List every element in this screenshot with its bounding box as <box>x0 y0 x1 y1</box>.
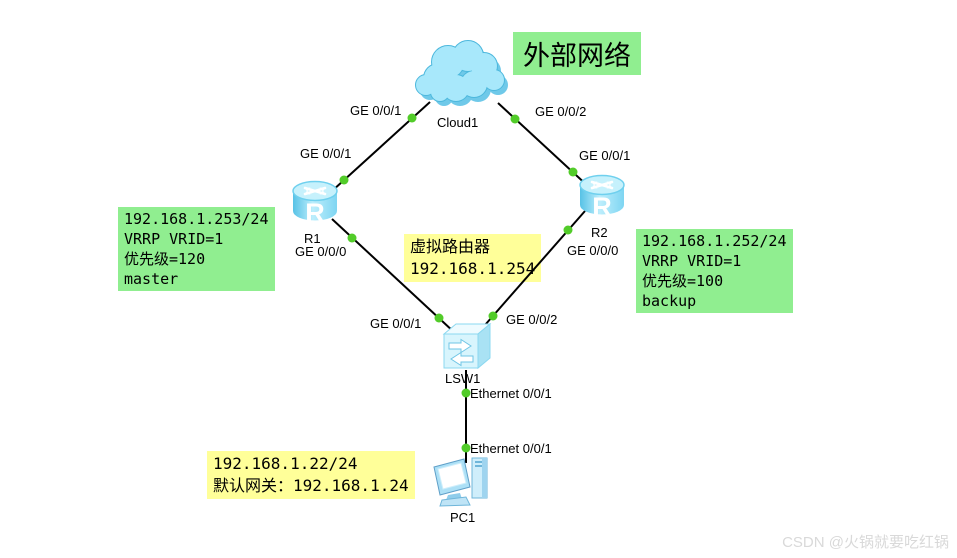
device-label-r2: R2 <box>591 225 608 240</box>
note-line: 192.168.1.22/24 <box>213 454 358 473</box>
pc1-icon[interactable] <box>432 455 494 510</box>
port-label-r1-ge000: GE 0/0/0 <box>295 244 347 259</box>
port-label-r1-ge001: GE 0/0/1 <box>300 146 352 161</box>
note-line: 优先级=120 <box>124 250 206 268</box>
note-line: 192.168.1.254 <box>410 259 536 278</box>
port-label-cloud1-ge001: GE 0/0/1 <box>350 103 402 118</box>
note-line: backup <box>642 292 697 310</box>
csdn-watermark: CSDN @火锅就要吃红锅 <box>782 534 949 551</box>
note-r1-vrrp: 192.168.1.253/24 VRRP VRID=1 优先级=120 mas… <box>118 207 275 291</box>
switch-lsw1-icon[interactable] <box>441 321 493 373</box>
note-line: VRRP VRID=1 <box>124 230 224 248</box>
note-line: 192.168.1.252/24 <box>642 232 787 250</box>
note-line: 虚拟路由器 <box>410 237 491 256</box>
device-label-cloud1: Cloud1 <box>437 115 479 130</box>
note-r2-vrrp: 192.168.1.252/24 VRRP VRID=1 优先级=100 bac… <box>636 229 793 313</box>
device-label-r1: R1 <box>304 231 321 246</box>
port-label-lsw1-ge001: GE 0/0/1 <box>370 316 422 331</box>
cloud-device-icon[interactable] <box>410 30 512 110</box>
note-virtual-router: 虚拟路由器 192.168.1.254 <box>404 234 542 282</box>
router-r2-icon[interactable]: R <box>575 171 629 224</box>
port-label-r2-ge000: GE 0/0/0 <box>567 243 619 258</box>
port-label-cloud1-ge002: GE 0/0/2 <box>535 104 587 119</box>
note-line: 优先级=100 <box>642 272 724 290</box>
device-label-pc1: PC1 <box>450 510 476 525</box>
note-line: VRRP VRID=1 <box>642 252 742 270</box>
external-network-title: 外部网络 <box>513 32 641 75</box>
note-line: master <box>124 270 179 288</box>
device-label-lsw1: LSW1 <box>445 371 481 386</box>
note-line: 默认网关：192.168.1.24 <box>213 476 409 495</box>
port-label-pc1-eth001: Ethernet 0/0/1 <box>470 441 552 456</box>
port-label-lsw1-ge002: GE 0/0/2 <box>506 312 558 327</box>
note-pc1-ip: 192.168.1.22/24 默认网关：192.168.1.24 <box>207 451 415 499</box>
port-status-dots <box>339 113 578 453</box>
router-r1-icon[interactable]: R <box>288 177 342 230</box>
router-r1-letter: R <box>305 198 325 228</box>
note-line: 192.168.1.253/24 <box>124 210 269 228</box>
port-label-lsw1-eth001: Ethernet 0/0/1 <box>470 386 552 401</box>
router-r2-letter: R <box>592 192 612 222</box>
port-label-r2-ge001: GE 0/0/1 <box>579 148 631 163</box>
